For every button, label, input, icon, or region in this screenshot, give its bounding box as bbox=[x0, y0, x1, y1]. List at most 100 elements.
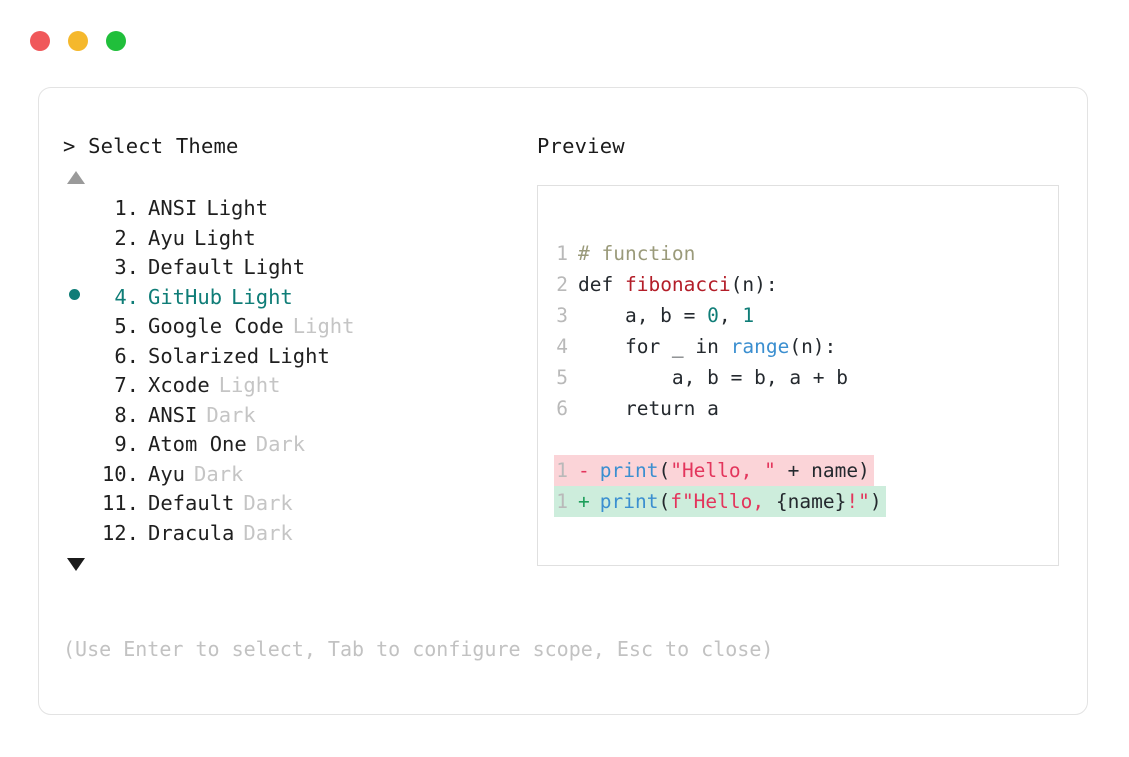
theme-item-index: 6. bbox=[114, 343, 139, 368]
theme-item-index: 9. bbox=[114, 432, 139, 456]
diff-added-line: 1 +print(f"Hello, {name}!") bbox=[554, 486, 886, 517]
theme-item-variant: Light bbox=[243, 255, 306, 279]
code-token: + name) bbox=[775, 459, 870, 482]
theme-item-index: 7. bbox=[114, 373, 139, 397]
scroll-up-icon[interactable] bbox=[67, 171, 85, 184]
theme-item-index: 4. bbox=[114, 284, 139, 309]
minimize-window-button[interactable] bbox=[68, 31, 88, 51]
theme-list-item[interactable]: 7. Xcode Light bbox=[63, 373, 523, 403]
theme-item-name: Dracula bbox=[148, 520, 235, 545]
theme-list-item[interactable]: 6. Solarized Light bbox=[63, 344, 523, 374]
select-theme-prompt: > Select Theme bbox=[63, 134, 239, 158]
code-line-text: a, b = 0, 1 bbox=[568, 300, 754, 331]
code-token: f"Hello, bbox=[670, 490, 776, 513]
code-token: ( bbox=[658, 490, 671, 513]
theme-item-variant: Light bbox=[218, 373, 281, 397]
maximize-window-button[interactable] bbox=[106, 31, 126, 51]
theme-item-variant: Light bbox=[292, 314, 355, 338]
theme-list-item[interactable]: 4. GitHub Light bbox=[63, 285, 523, 315]
line-number: 1 bbox=[556, 490, 568, 513]
theme-item-variant: Light bbox=[268, 343, 330, 368]
theme-list-item[interactable]: 3. Default Light bbox=[63, 255, 523, 285]
code-token: # function bbox=[578, 242, 696, 265]
theme-item-variant: Dark bbox=[194, 461, 244, 486]
theme-list-item[interactable]: 9. Atom One Dark bbox=[63, 432, 523, 462]
window-traffic-lights bbox=[30, 31, 126, 51]
line-number: 3 bbox=[556, 304, 568, 327]
code-line-text: a, b = b, a + b bbox=[568, 362, 848, 393]
theme-list-item[interactable]: 8. ANSI Dark bbox=[63, 403, 523, 433]
theme-item-index: 5. bbox=[114, 314, 139, 338]
code-line-text: # function bbox=[568, 238, 695, 269]
code-line: 1 # function bbox=[554, 238, 695, 269]
theme-item-name: ANSI bbox=[148, 402, 198, 427]
theme-item-variant: Light bbox=[231, 284, 293, 309]
theme-item-variant: Light bbox=[206, 196, 269, 220]
theme-item-index: 8. bbox=[114, 402, 139, 427]
code-token: "Hello, " bbox=[670, 459, 776, 482]
code-token: 1 bbox=[742, 304, 755, 327]
code-token: return a bbox=[578, 397, 719, 420]
theme-item-index: 3. bbox=[114, 255, 139, 279]
theme-item-name: Ayu bbox=[148, 225, 186, 250]
code-line-text: for _ in range(n): bbox=[568, 331, 836, 362]
code-token: def bbox=[578, 273, 625, 296]
code-token: for _ in bbox=[578, 335, 731, 358]
code-token: print bbox=[599, 490, 659, 513]
theme-item-name: Solarized bbox=[148, 343, 260, 368]
theme-list-item[interactable]: 1. ANSI Light bbox=[63, 196, 523, 226]
theme-item-index: 10. bbox=[101, 461, 139, 486]
preview-title: Preview bbox=[537, 134, 625, 158]
code-token: a, b = bbox=[578, 304, 708, 327]
theme-item-index: 1. bbox=[114, 196, 139, 220]
code-line-text: print("Hello, " + name) bbox=[590, 455, 874, 486]
theme-item-name: Google Code bbox=[148, 314, 284, 338]
code-token: (n): bbox=[730, 273, 778, 296]
code-line: 3 a, b = 0, 1 bbox=[554, 300, 754, 331]
diff-highlight: 1 +print(f"Hello, {name}!") bbox=[554, 486, 886, 517]
code-line: 5 a, b = b, a + b bbox=[554, 362, 848, 393]
code-token: ( bbox=[658, 459, 671, 482]
theme-list-item[interactable]: 10. Ayu Dark bbox=[63, 462, 523, 492]
theme-item-variant: Dark bbox=[255, 432, 306, 456]
theme-list-item[interactable]: 2. Ayu Light bbox=[63, 226, 523, 256]
line-number: 1 bbox=[556, 459, 568, 482]
theme-item-name: Ayu bbox=[148, 461, 186, 486]
code-token: , bbox=[718, 304, 743, 327]
code-token: (n): bbox=[789, 335, 837, 358]
theme-item-name: Atom One bbox=[148, 432, 247, 456]
code-blank-line bbox=[554, 424, 886, 455]
code-token: fibonacci bbox=[624, 273, 731, 296]
line-number: 6 bbox=[556, 397, 568, 420]
theme-item-name: Default bbox=[148, 255, 235, 279]
line-number: 4 bbox=[556, 335, 568, 358]
theme-list-item[interactable]: 5. Google Code Light bbox=[63, 314, 523, 344]
theme-item-variant: Light bbox=[194, 225, 256, 250]
scroll-down-icon[interactable] bbox=[67, 558, 85, 571]
theme-item-index: 2. bbox=[114, 225, 139, 250]
diff-sign: + bbox=[578, 490, 590, 513]
close-window-button[interactable] bbox=[30, 31, 50, 51]
selection-bullet-slot bbox=[63, 288, 93, 300]
theme-item-variant: Dark bbox=[206, 402, 256, 427]
theme-item-name: ANSI bbox=[148, 196, 198, 220]
code-token: !" bbox=[846, 490, 870, 513]
code-line-text: print(f"Hello, {name}!") bbox=[590, 486, 886, 517]
theme-item-index: 11. bbox=[101, 491, 139, 515]
theme-item-name: Xcode bbox=[148, 373, 210, 397]
diff-removed-line: 1-print("Hello, " + name) bbox=[554, 455, 874, 486]
theme-item-name: Default bbox=[148, 491, 235, 515]
code-token: {name} bbox=[775, 490, 847, 513]
line-number: 1 bbox=[556, 242, 568, 265]
code-line: 4 for _ in range(n): bbox=[554, 331, 836, 362]
theme-item-name: GitHub bbox=[148, 284, 223, 309]
line-number: 2 bbox=[556, 273, 568, 296]
code-token: a, b = b, a + b bbox=[578, 366, 849, 389]
diff-highlight: 1-print("Hello, " + name) bbox=[554, 455, 874, 486]
